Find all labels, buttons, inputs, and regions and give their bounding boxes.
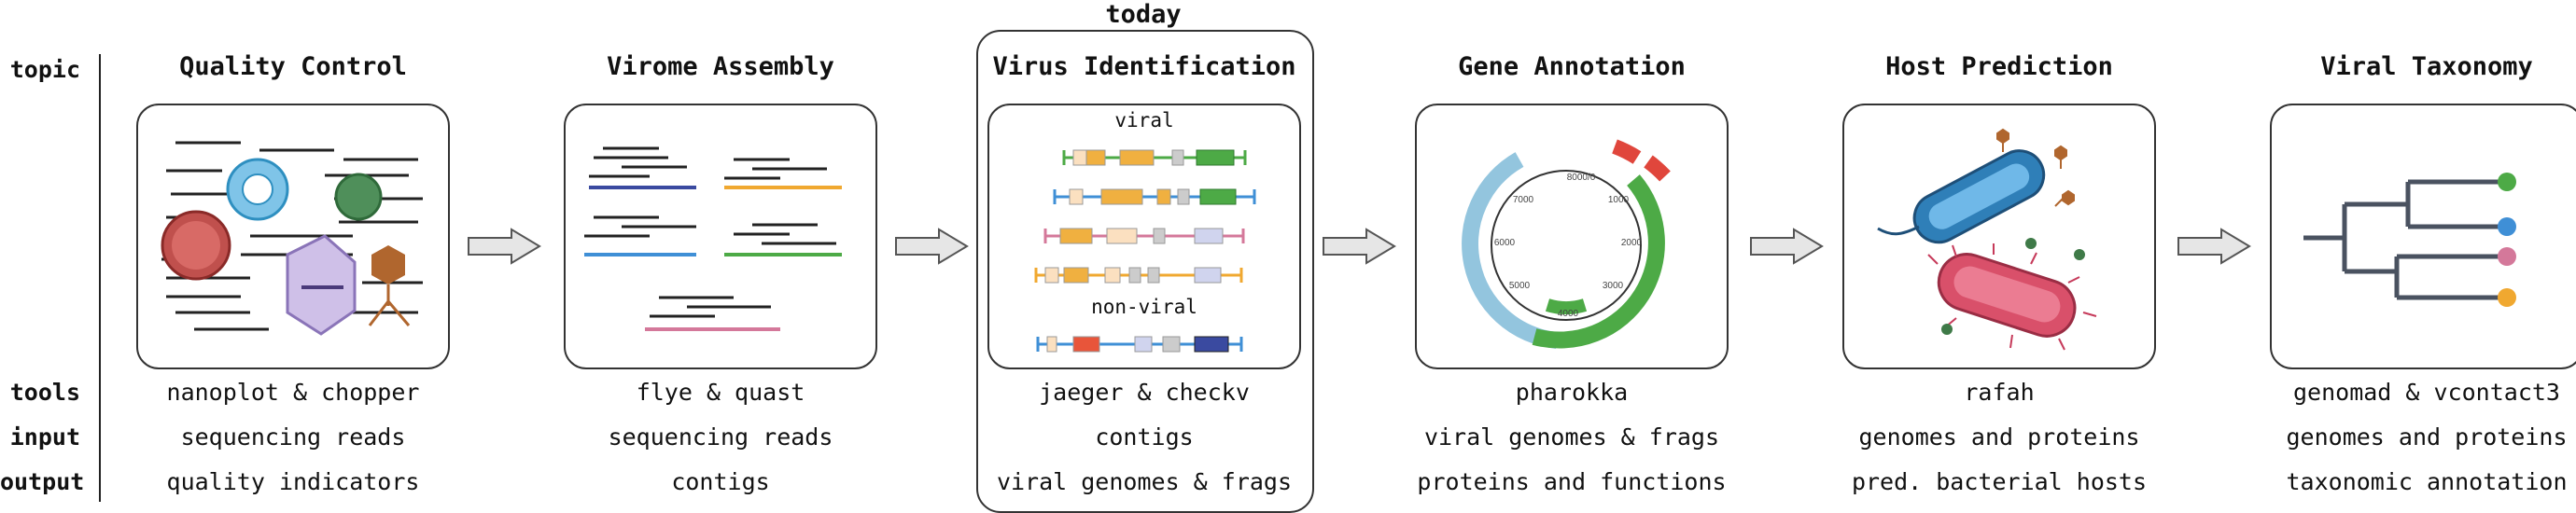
arrow-right-icon: [1750, 228, 1824, 265]
map-tick-label: 8000/0: [1567, 173, 1596, 183]
stage-title: Viral Taxonomy: [2320, 52, 2533, 81]
stage-tools: pharokka: [1515, 379, 1629, 406]
stage-title: Virus Identification: [992, 52, 1296, 81]
stage-output: proteins and functions: [1417, 468, 1727, 495]
stage-tools: nanoplot & chopper: [166, 379, 420, 406]
non-viral-contig: [1036, 336, 1243, 353]
arrow-right-icon: [1323, 228, 1396, 265]
viral-contig: [1043, 228, 1245, 244]
arrow-right-icon: [468, 228, 541, 265]
arrow-right-icon: [2177, 228, 2251, 265]
stage-tools: rafah: [1964, 379, 2035, 406]
viral-taxonomy-illustration: [2270, 104, 2576, 369]
stage-title: Gene Annotation: [1458, 52, 1686, 81]
map-tick-label: 5000: [1509, 281, 1531, 291]
stage-output: viral genomes & frags: [996, 468, 1293, 495]
quality-control-illustration: [136, 104, 450, 369]
stage-title: Quality Control: [179, 52, 407, 81]
stage-output: taxonomic annotation: [2286, 468, 2568, 495]
stage-input: genomes and proteins: [2286, 423, 2568, 451]
stage-title: Virome Assembly: [607, 52, 834, 81]
map-tick-label: 2000: [1621, 238, 1643, 248]
stage-tools: flye & quast: [636, 379, 805, 406]
stage-tools: jaeger & checkv: [1039, 379, 1250, 406]
virus-identification-illustration: viral non-viral: [987, 104, 1301, 369]
stage-input: contigs: [1095, 423, 1194, 451]
gene-annotation-illustration: 8000/0 1000 2000 3000 4000 5000 6000 700…: [1415, 104, 1729, 369]
stage-input: sequencing reads: [608, 423, 833, 451]
viral-contig: [1062, 149, 1247, 166]
stage-output: contigs: [671, 468, 770, 495]
row-label-tools: tools: [9, 379, 80, 406]
row-label-input: input: [9, 423, 80, 451]
non-viral-label: non-viral: [1091, 296, 1197, 318]
map-tick-label: 1000: [1608, 195, 1630, 205]
stage-input: genomes and proteins: [1858, 423, 2140, 451]
row-label-topic: topic: [9, 56, 80, 83]
virome-assembly-illustration: [564, 104, 877, 369]
today-label: today: [1105, 0, 1182, 29]
stage-title: Host Prediction: [1885, 52, 2113, 81]
map-tick-label: 6000: [1494, 238, 1516, 248]
arrow-right-icon: [895, 228, 969, 265]
stage-output: pred. bacterial hosts: [1851, 468, 2148, 495]
map-tick-label: 4000: [1558, 309, 1579, 319]
stage-tools: genomad & vcontact3: [2293, 379, 2560, 406]
viral-contig: [1053, 188, 1256, 205]
stage-input: viral genomes & frags: [1423, 423, 1720, 451]
stage-output: quality indicators: [166, 468, 420, 495]
viral-label: viral: [1114, 109, 1174, 132]
map-tick-label: 3000: [1603, 281, 1624, 291]
label-divider: [99, 54, 101, 502]
map-tick-label: 7000: [1513, 195, 1534, 205]
viral-contig: [1034, 267, 1243, 284]
stage-input: sequencing reads: [180, 423, 406, 451]
host-prediction-illustration: [1842, 104, 2156, 369]
row-label-output: output: [0, 468, 85, 495]
